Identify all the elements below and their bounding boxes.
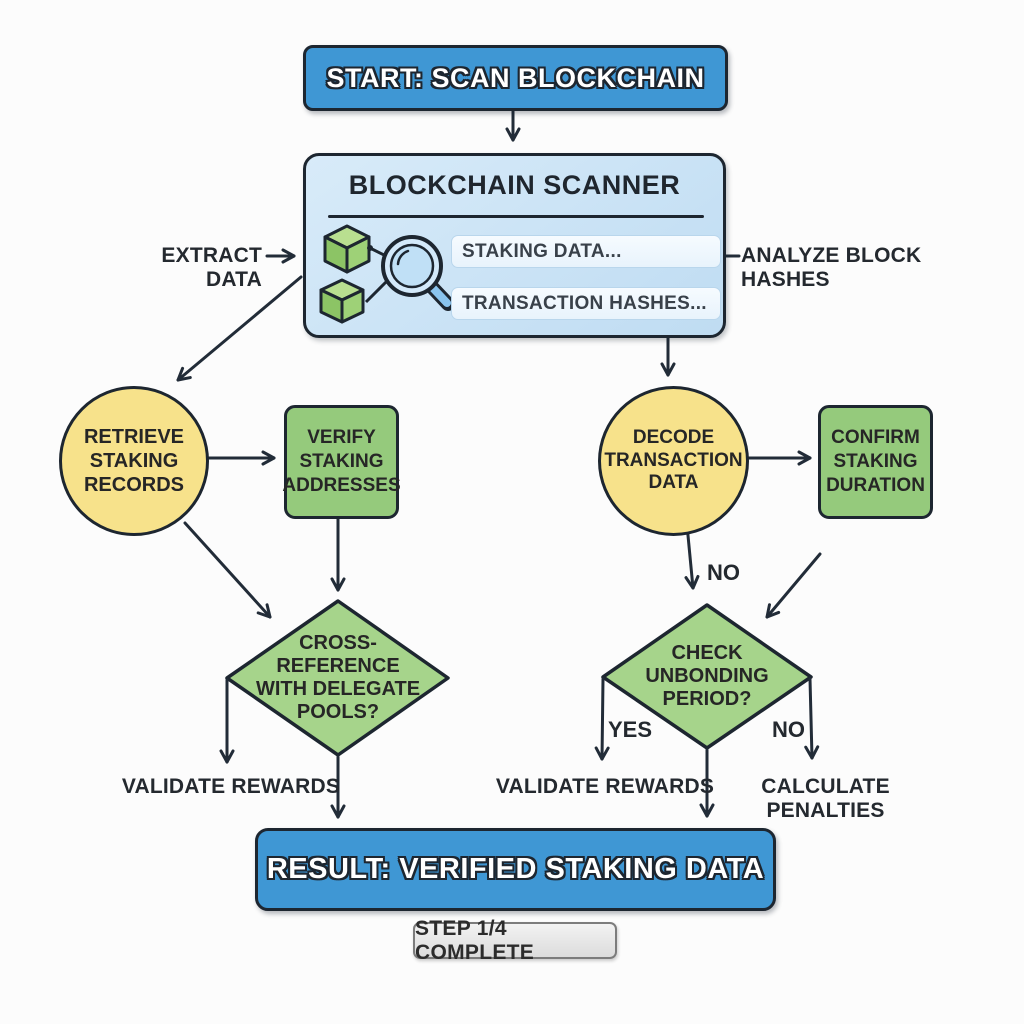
- step-status-text: STEP 1/4 COMPLETE: [415, 916, 535, 964]
- start-node: START: SCAN BLOCKCHAIN: [303, 45, 728, 111]
- cross-reference-diamond-label: CROSS-REFERENCE WITH DELEGATE POOLS?: [238, 632, 438, 724]
- staking-data-field-text: STAKING DATA...: [462, 240, 622, 262]
- result-node: RESULT: VERIFIED STAKING DATA: [255, 828, 776, 911]
- edge-scanner-to-retrieve: [176, 275, 303, 382]
- confirm-staking-duration-label: CONFIRM STAKING DURATION: [826, 427, 925, 496]
- retrieve-staking-records-label: RETRIEVE STAKING RECORDS: [83, 426, 185, 496]
- decode-transaction-data-node: DECODE TRANSACTION DATA: [598, 386, 749, 536]
- cross-reference-text: CROSS-REFERENCE WITH DELEGATE POOLS?: [255, 632, 421, 723]
- scanner-title: BLOCKCHAIN SCANNER: [348, 170, 681, 200]
- edge-decode-to-right-diamond: [684, 523, 700, 590]
- check-unbonding-text: CHECK UNBONDING PERIOD?: [645, 641, 769, 710]
- calculate-penalties-label: CALCULATE PENALTIES: [761, 775, 890, 822]
- scanner-divider: [328, 215, 704, 218]
- left-diamond-shape: [225, 599, 450, 757]
- right-diamond-shape: [601, 603, 813, 750]
- check-unbonding-diamond-label: CHECK UNBONDING PERIOD?: [617, 630, 797, 722]
- blockchain-cubes-magnifier-icon: [319, 224, 455, 324]
- staking-data-field[interactable]: STAKING DATA...: [451, 235, 721, 268]
- no-top-edge-label: NO: [707, 560, 740, 585]
- scanner-panel: BLOCKCHAIN SCANNER: [303, 153, 726, 338]
- validate-rewards-left-label: VALIDATE REWARDS: [121, 775, 341, 798]
- start-label: START: SCAN BLOCKCHAIN: [326, 62, 705, 93]
- analyze-block-hashes-label: ANALYZE BLOCK HASHES: [741, 244, 922, 291]
- edge-confirm-to-right-diamond: [765, 552, 822, 619]
- verify-staking-addresses-label: VERIFY STAKING ADDRESSES: [282, 427, 401, 496]
- result-label: RESULT: VERIFIED STAKING DATA: [266, 853, 765, 885]
- verify-staking-addresses-node: VERIFY STAKING ADDRESSES: [282, 405, 401, 519]
- edge-yes-to-validate: [594, 677, 610, 761]
- step-status-badge: STEP 1/4 COMPLETE: [413, 917, 617, 964]
- edge-no-to-penalties: [804, 677, 820, 760]
- confirm-staking-duration-node: CONFIRM STAKING DURATION: [818, 405, 933, 519]
- retrieve-staking-records-node: RETRIEVE STAKING RECORDS: [59, 386, 209, 536]
- transaction-hashes-field-text: TRANSACTION HASHES...: [462, 292, 707, 314]
- validate-rewards-right-label: VALIDATE REWARDS: [495, 775, 715, 798]
- decode-transaction-data-label: DECODE TRANSACTION DATA: [604, 426, 743, 494]
- yes-edge-label: YES: [608, 717, 653, 742]
- edge-retrieve-to-left-diamond: [183, 521, 272, 619]
- transaction-hashes-field[interactable]: TRANSACTION HASHES...: [451, 287, 721, 320]
- extract-data-label: EXTRACT DATA: [161, 244, 262, 291]
- no-edge-label: NO: [772, 717, 805, 742]
